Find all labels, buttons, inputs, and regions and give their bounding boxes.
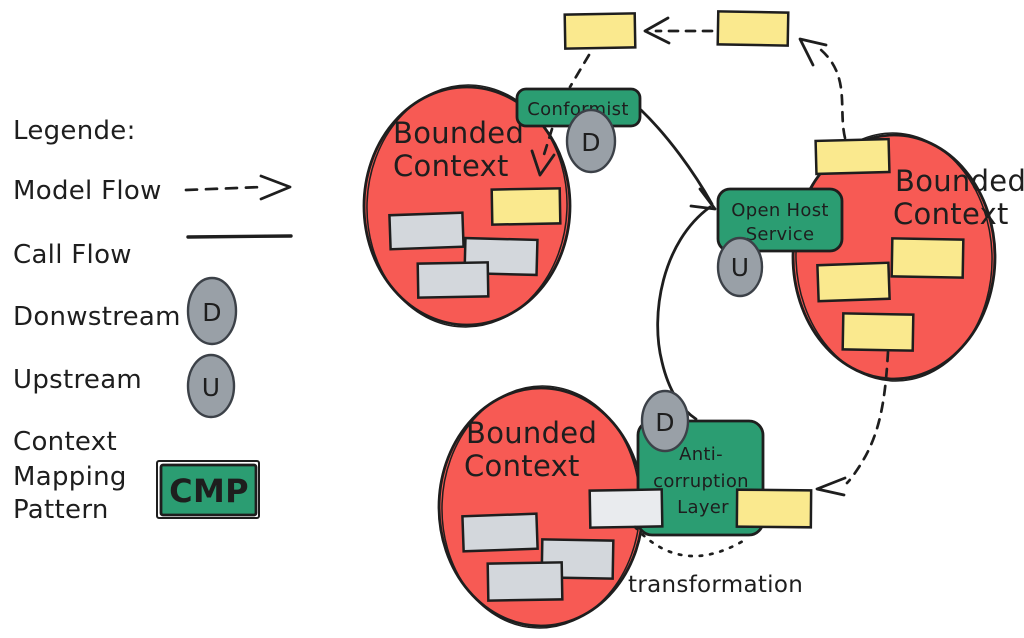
ohs-badge-label-line1: Open Host [731,200,828,221]
model-flow-topleft-note-to-conformist [568,53,591,89]
acl-downstream-symbol: D [655,408,675,437]
sticky-note-gray [416,261,490,299]
ohs-upstream-circle [716,236,764,298]
bc-right-label-line2: Context [893,197,1009,231]
sticky-note-yellow [814,137,891,176]
legend-call-flow-label: Call Flow [13,240,132,270]
legend-cmp-label-line3: Pattern [13,495,109,525]
conformist-downstream-symbol: D [581,128,601,157]
bounded-context-right-sketch-stroke [795,132,993,382]
bc-right-label-line1: Bounded [895,164,1024,198]
sticky-note-gray [461,512,539,553]
sticky-note-gray [486,561,564,602]
call-flow-arrowhead-at-ohs [689,187,717,211]
legend-title: Legende: [13,116,136,146]
model-flow-arrowhead-topleft-note [643,16,671,45]
acl-badge-label-line1: Anti- [679,444,723,465]
ohs-badge-label-line2: Service [746,224,815,245]
legend-cmp-label-line2: Mapping [13,462,127,492]
bounded-context-top-left-sketch-stroke [366,84,568,328]
sticky-note-yellow [490,187,562,226]
cmp-box-label: CMP [169,472,249,510]
conformist-downstream-circle [565,108,617,174]
bc-top-left-label-line1: Bounded [393,116,524,150]
model-flow-arrowhead-into-top-left-bc [530,149,556,177]
sticky-note-yellow-incoming [735,488,813,529]
model-flow-rightbc-to-topright-note [818,47,847,140]
legend-model-flow-label: Model Flow [13,176,162,206]
transformation-dotted-arc [633,525,745,558]
legend-upstream-label: Upstream [13,365,142,395]
legend-model-flow-dashed-line [184,185,264,192]
legend-call-flow-line [186,234,293,239]
bc-bottom-label-line2: Context [464,449,580,483]
legend-downstream-circle [186,276,238,346]
model-flow-rightbc-to-acl-note [845,350,890,485]
legend-downstream-symbol: D [202,298,222,327]
acl-badge-label-line3: Layer [677,497,729,518]
legend-upstream-symbol: U [202,373,221,402]
legend-downstream-label: Donwstream [13,302,181,332]
acl-downstream-circle [640,389,690,453]
model-flow-arrowhead-topright-note [798,37,828,67]
legend-upstream-circle [186,353,236,419]
transformation-label: transformation [628,572,803,598]
acl-badge-label-line2: corruption [653,471,749,492]
sticky-note-yellow [890,237,965,279]
bc-bottom-label-line1: Bounded [466,416,597,450]
sticky-note-yellow-top-left [563,12,637,50]
call-flow-conformist-to-ohs [639,108,714,206]
model-flow-arrowhead-acl-note [815,476,847,497]
sticky-note-light-gray-translated [588,488,664,529]
legend-model-flow-arrowhead [259,174,292,201]
call-flow-acl-to-ohs [656,205,712,421]
bc-top-left-label-line2: Context [393,149,509,183]
sticky-note-yellow [816,261,891,303]
sticky-note-yellow-top-right [716,10,790,47]
open-host-service-badge [716,187,844,253]
ohs-upstream-symbol: U [731,253,750,282]
legend-cmp-label-line1: Context [13,427,117,457]
cmp-box-outer-sketch [156,460,260,519]
sticky-note-yellow [841,312,915,352]
sticky-note-gray [388,211,465,251]
cmp-box [159,463,258,517]
model-flow-into-top-left-bc [540,127,554,163]
